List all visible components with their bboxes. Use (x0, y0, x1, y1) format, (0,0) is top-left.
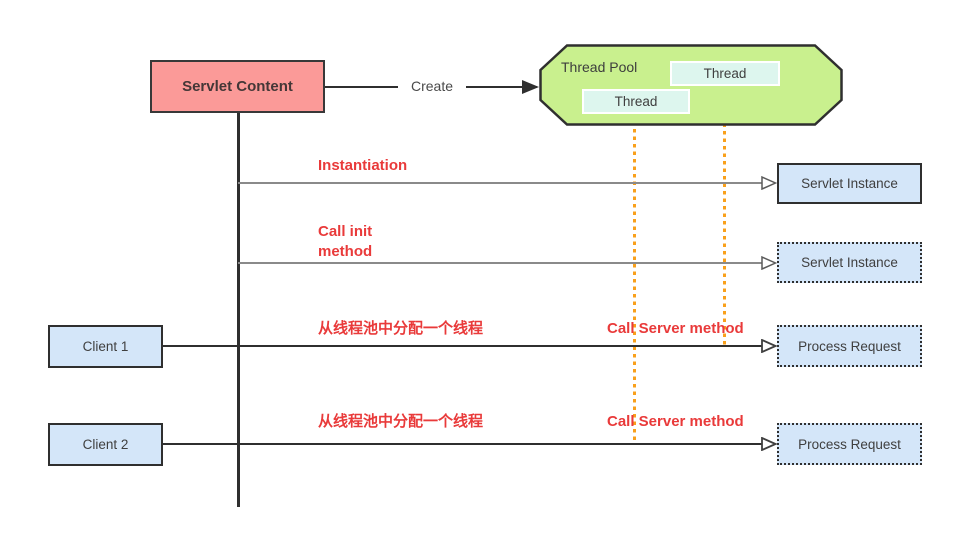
thread-node-2: Thread (582, 89, 690, 114)
client-node-2: Client 2 (48, 423, 163, 466)
call-server-label-1: Call Server method (607, 320, 744, 337)
filled-arrowhead-icon (522, 80, 539, 94)
process-request-node-2: Process Request (777, 423, 922, 465)
thread2-allocation-dotted-line (633, 114, 636, 445)
call-init-label: Call init method (318, 222, 372, 262)
client2-arrow-line (163, 443, 764, 445)
call-init-label-line2: method (318, 243, 373, 260)
servlet-content-node: Servlet Content (150, 60, 325, 113)
instantiation-arrow-line (238, 182, 764, 184)
client-node-1: Client 1 (48, 325, 163, 368)
instantiation-label: Instantiation (318, 157, 408, 174)
servlet-content-lifeline (237, 113, 240, 507)
hollow-arrowhead-icon (761, 339, 777, 353)
thread-pool-title: Thread Pool (561, 59, 638, 75)
allocate-thread-label-2: 从线程池中分配一个线程 (318, 413, 484, 430)
servlet-instance-node-2: Servlet Instance (777, 242, 922, 283)
call-server-label-2: Call Server method (607, 413, 744, 430)
hollow-arrowhead-icon (761, 437, 777, 451)
call-init-arrow-line (238, 262, 764, 264)
call-init-label-line1: Call init (318, 223, 373, 240)
servlet-instance-node-1: Servlet Instance (777, 163, 922, 204)
process-request-node-1: Process Request (777, 325, 922, 367)
allocate-thread-label-1: 从线程池中分配一个线程 (318, 320, 484, 337)
client1-arrow-line (163, 345, 764, 347)
create-edge-label: Create (398, 78, 466, 94)
hollow-arrowhead-icon (761, 176, 777, 190)
thread-node-1: Thread (670, 61, 780, 86)
hollow-arrowhead-icon (761, 256, 777, 270)
thread1-allocation-dotted-line (723, 86, 726, 345)
